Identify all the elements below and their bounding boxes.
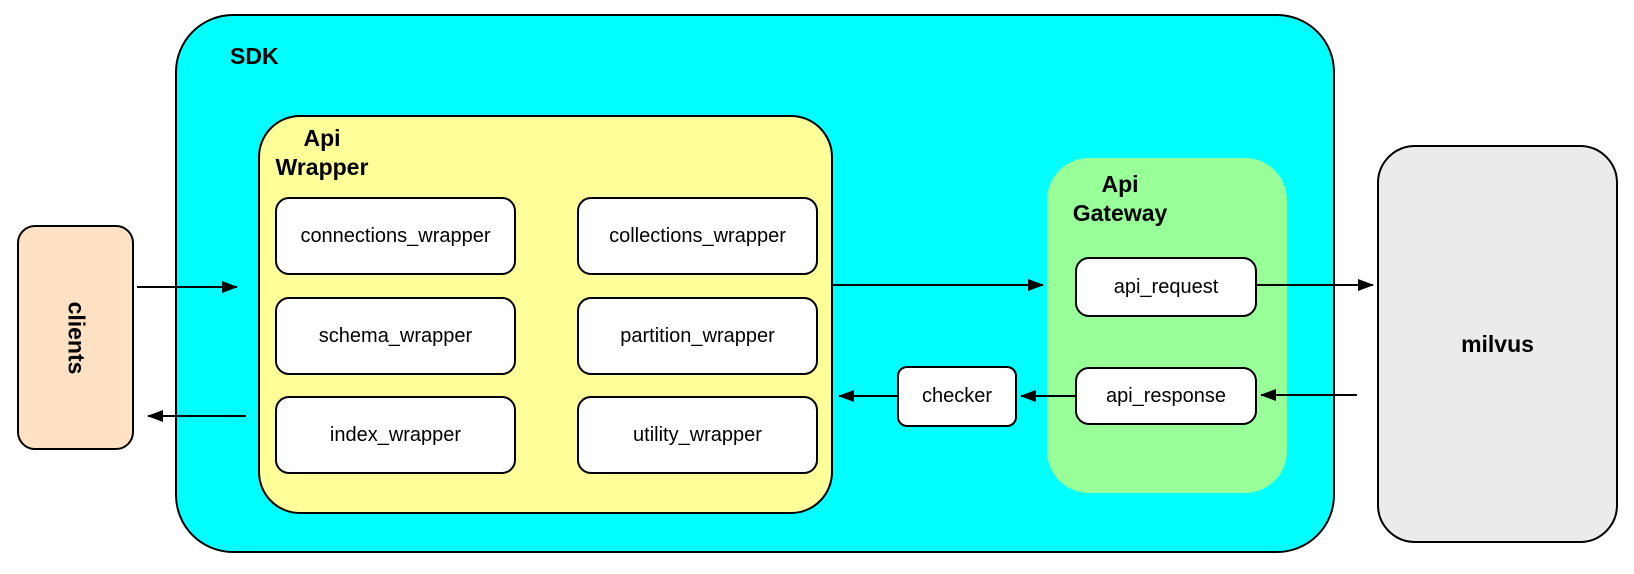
node-partition-wrapper: partition_wrapper xyxy=(577,297,818,375)
node-checker: checker xyxy=(897,366,1017,427)
node-utility-wrapper: utility_wrapper xyxy=(577,396,818,474)
node-clients: clients xyxy=(17,225,134,450)
node-connections-wrapper: connections_wrapper xyxy=(275,197,516,275)
node-index-wrapper: index_wrapper xyxy=(275,396,516,474)
node-api-response: api_response xyxy=(1075,367,1257,425)
node-api-gateway: Api Gateway api_request api_response xyxy=(1047,158,1287,493)
node-schema-wrapper: schema_wrapper xyxy=(275,297,516,375)
clients-label: clients xyxy=(63,301,89,374)
api-wrapper-label: Api Wrapper xyxy=(275,125,369,180)
node-collections-wrapper: collections_wrapper xyxy=(577,197,818,275)
sdk-label: SDK xyxy=(230,43,279,69)
node-api-request: api_request xyxy=(1075,257,1257,317)
api-gateway-label: Api Gateway xyxy=(1072,171,1168,226)
node-milvus: milvus xyxy=(1377,145,1618,543)
node-api-wrapper: Api Wrapper connections_wrapper collecti… xyxy=(258,115,833,514)
node-sdk: SDK Api Wrapper connections_wrapper coll… xyxy=(175,14,1335,553)
